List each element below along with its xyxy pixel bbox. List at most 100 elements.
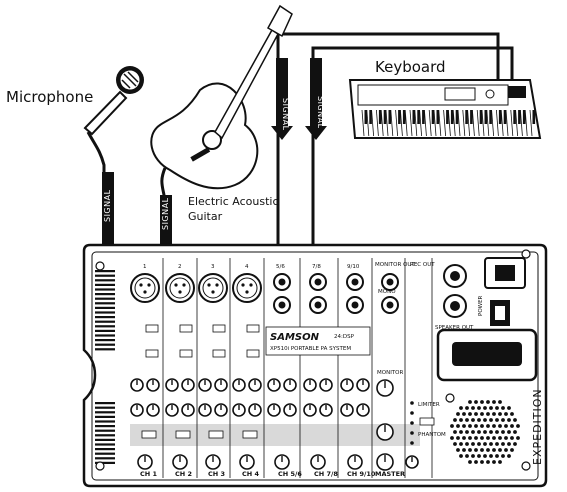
grille-hole: [459, 442, 463, 446]
grille-hole: [465, 454, 469, 458]
low-cut-switch: [213, 350, 225, 357]
xlr-pin: [241, 283, 244, 286]
grille-hole: [459, 418, 463, 422]
grille-hole: [453, 442, 457, 446]
grille-hole: [501, 442, 505, 446]
low-cut-switch: [180, 350, 192, 357]
channel-label: MASTER: [375, 470, 405, 478]
grille-hole: [507, 454, 511, 458]
grille-hole: [483, 454, 487, 458]
keyboard-black-key: [533, 110, 536, 124]
grille-hole: [468, 436, 472, 440]
vent-slot: [95, 339, 115, 341]
grille-hole: [483, 430, 487, 434]
low-cut-switch: [247, 350, 259, 357]
label-rec-out: REC OUT: [410, 262, 435, 268]
xlr-pin: [147, 283, 150, 286]
grille-hole: [498, 436, 502, 440]
grille-hole: [474, 424, 478, 428]
line-input-jack-hole: [387, 302, 394, 309]
grille-hole: [510, 412, 514, 416]
grille-hole: [480, 436, 484, 440]
channel-label: CH 9/10: [347, 470, 376, 478]
product-line: EXPEDITION: [531, 388, 544, 465]
channel-label: CH 4: [242, 470, 259, 478]
grille-hole: [483, 418, 487, 422]
input-number-label: 4: [245, 264, 249, 270]
grille-hole: [474, 400, 478, 404]
vent-slot: [95, 330, 115, 332]
grille-hole: [474, 412, 478, 416]
channel-label: CH 2: [175, 470, 192, 478]
grille-hole: [486, 460, 490, 464]
grille-hole: [477, 454, 481, 458]
grille-hole: [471, 430, 475, 434]
grille-hole: [462, 424, 466, 428]
grille-hole: [516, 436, 520, 440]
mic-line-switch: [146, 325, 158, 332]
vent-slot: [95, 448, 115, 450]
xlr-pin: [143, 290, 146, 293]
grille-hole: [471, 454, 475, 458]
line-input-jack-hole: [279, 302, 286, 309]
grille-hole: [510, 424, 514, 428]
grille-hole: [477, 406, 481, 410]
line-input-jack-hole: [352, 279, 359, 286]
mixer-unit: SAMSON 24:DSP XP510i PORTABLE PA SYSTEM …: [84, 245, 546, 486]
grille-hole: [492, 436, 496, 440]
grille-hole: [507, 442, 511, 446]
label-limiter: LIMITER: [418, 402, 440, 408]
channel-label: CH 5/6: [278, 470, 302, 478]
grille-hole: [495, 442, 499, 446]
reverb-switch: [243, 431, 257, 438]
vent-slot: [95, 402, 115, 404]
xlr-pin: [207, 283, 210, 286]
led-indicator: [410, 411, 414, 415]
label-phantom: PHANTOM: [418, 432, 446, 438]
vent-slot: [95, 293, 115, 295]
vent-slot: [95, 270, 115, 272]
vent-slot: [95, 288, 115, 290]
label-mono: MONO: [378, 289, 396, 295]
grille-hole: [498, 412, 502, 416]
vent-slot: [95, 411, 115, 413]
grille-hole: [489, 454, 493, 458]
grille-hole: [471, 442, 475, 446]
reverb-switch: [209, 431, 223, 438]
grille-hole: [480, 424, 484, 428]
signal-label-mic: SIGNAL: [103, 189, 112, 222]
line-input-jack-hole: [352, 302, 359, 309]
grille-hole: [492, 424, 496, 428]
grille-hole: [477, 430, 481, 434]
grille-hole: [471, 418, 475, 422]
grille-hole: [486, 400, 490, 404]
microphone-illustration: [85, 66, 144, 134]
grille-hole: [462, 412, 466, 416]
xlr-pin: [139, 283, 142, 286]
grille-hole: [453, 418, 457, 422]
grille-hole: [501, 406, 505, 410]
grille-hole: [468, 448, 472, 452]
channel-label: CH 3: [208, 470, 225, 478]
grille-hole: [492, 400, 496, 404]
vent-slot: [95, 275, 115, 277]
led-indicator: [410, 421, 414, 425]
xlr-input-ring: [135, 278, 155, 298]
grille-hole: [480, 448, 484, 452]
grille-hole: [456, 412, 460, 416]
grille-hole: [486, 424, 490, 428]
grille-hole: [474, 448, 478, 452]
vent-slot: [95, 298, 115, 300]
grille-hole: [450, 424, 454, 428]
grille-hole: [465, 430, 469, 434]
grille-hole: [507, 418, 511, 422]
grille-hole: [450, 436, 454, 440]
grille-hole: [489, 430, 493, 434]
mic-line-switch: [213, 325, 225, 332]
guitar-label: Electric Acoustic Guitar: [188, 194, 288, 224]
vent-slot: [95, 311, 115, 313]
mixer-model: 24:DSP: [334, 334, 355, 340]
grille-hole: [486, 448, 490, 452]
keyboard-label: Keyboard: [375, 58, 446, 76]
grille-hole: [492, 460, 496, 464]
